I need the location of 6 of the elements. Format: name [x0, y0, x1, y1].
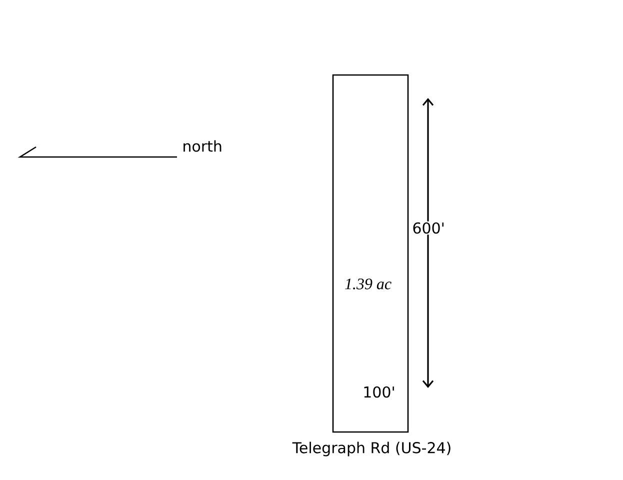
area-label: 1.39 ac — [345, 278, 392, 290]
frontage-label: 100' — [364, 386, 394, 398]
direction-label: north — [181, 139, 224, 153]
road-label: Telegraph Rd (US-24) — [291, 440, 453, 458]
dimension-label: 600' — [411, 221, 446, 235]
parcel-box — [332, 74, 409, 433]
